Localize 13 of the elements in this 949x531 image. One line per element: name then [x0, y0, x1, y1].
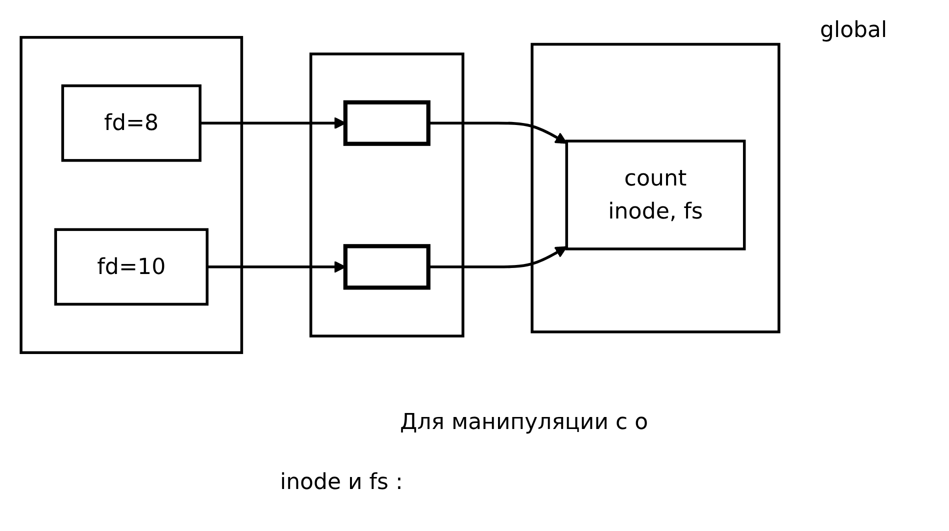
arrow [428, 122, 568, 144]
node-bar [343, 100, 430, 146]
arrow [428, 246, 568, 268]
cluster [309, 52, 464, 338]
node-box: fd=8 [61, 84, 202, 162]
node-box: count inode, fs [565, 140, 746, 250]
cluster [530, 42, 780, 334]
note-text: inode и fs : [280, 470, 403, 495]
node-box: fd=10 [54, 228, 209, 306]
cluster [20, 36, 244, 354]
note-text: Для манипуляции с о [400, 410, 648, 435]
note-text: global [820, 18, 888, 43]
node-bar [343, 244, 430, 290]
